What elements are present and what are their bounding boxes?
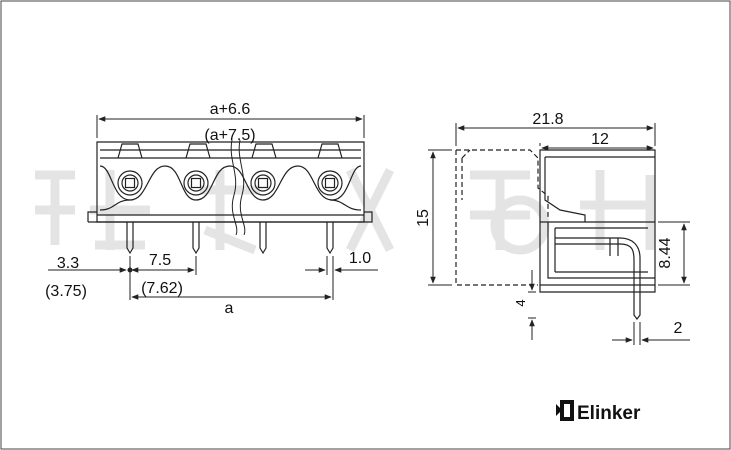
dim-front-depth: 12 bbox=[591, 131, 609, 148]
dim-pin-spacing: 2 bbox=[674, 320, 683, 337]
dim-span: a bbox=[225, 300, 234, 317]
dim-opening-height: 8.44 bbox=[657, 237, 674, 268]
dim-pin-offset: 4 bbox=[513, 299, 528, 306]
dim-pitch: 7.5 bbox=[149, 252, 171, 269]
dim-pin-width: 1.0 bbox=[349, 250, 371, 267]
dim-overall-width: a+6.6 bbox=[210, 101, 251, 118]
dim-pitch-alt: (7.62) bbox=[141, 280, 183, 297]
watermark bbox=[35, 167, 655, 255]
dim-height: 15 bbox=[415, 209, 432, 227]
dim-depth: 21.8 bbox=[532, 111, 563, 128]
brand-logo: Elinker bbox=[556, 400, 641, 424]
origin-dot bbox=[127, 267, 133, 273]
side-view bbox=[455, 149, 656, 320]
front-dimensions bbox=[48, 115, 378, 300]
side-dimensions bbox=[428, 123, 690, 345]
dim-edge-offset: 3.3 bbox=[57, 255, 79, 272]
brand-mark-icon bbox=[560, 400, 574, 421]
front-view bbox=[87, 139, 373, 255]
dim-overall-width-alt: (a+7.5) bbox=[204, 127, 255, 144]
brand-name: Elinker bbox=[577, 403, 641, 424]
dim-edge-offset-alt: (3.75) bbox=[45, 283, 87, 300]
